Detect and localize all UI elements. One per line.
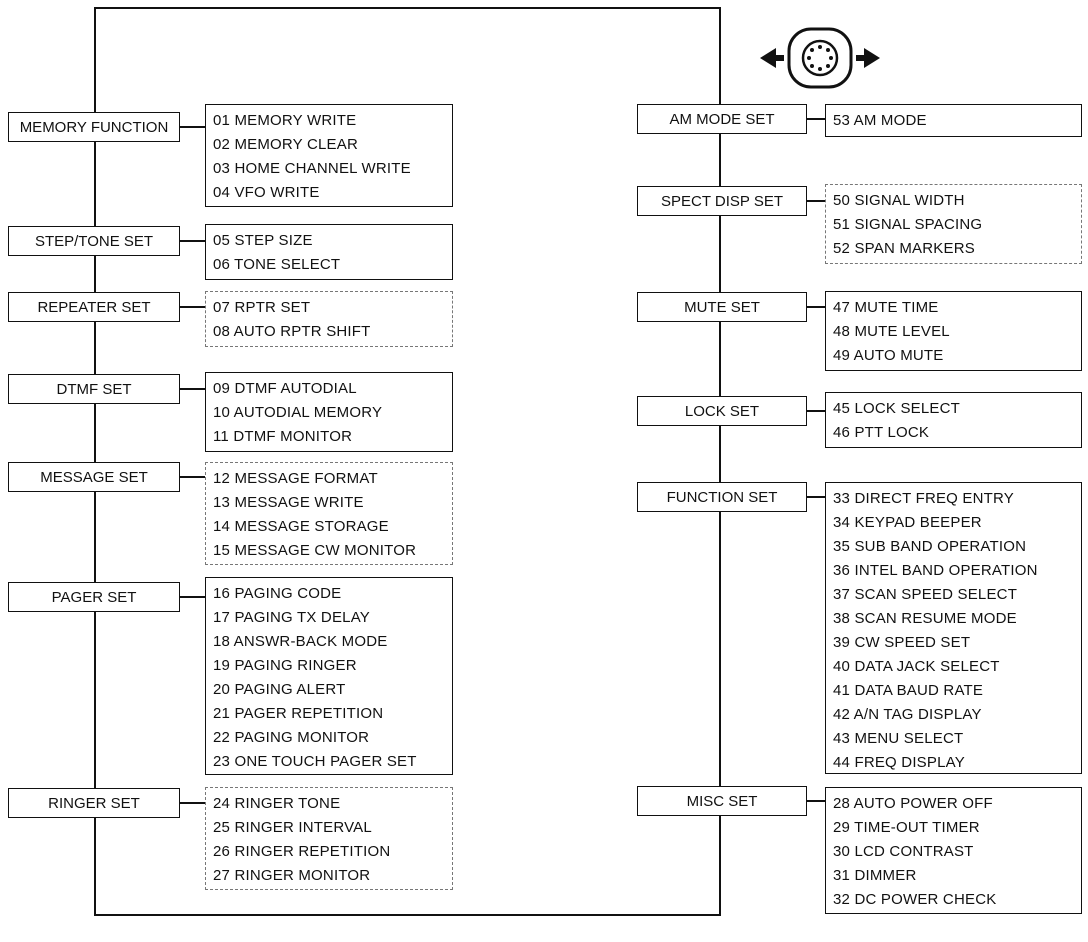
menu-item[interactable]: 10 AUTODIAL MEMORY [213,404,383,421]
menu-item[interactable]: 07 RPTR SET [213,299,311,316]
menu-item[interactable]: 08 AUTO RPTR SHIFT [213,323,371,340]
menu-item[interactable]: 24 RINGER TONE [213,795,341,812]
connector-line [180,126,205,128]
menu-item[interactable]: 19 PAGING RINGER [213,657,357,674]
menu-item[interactable]: 31 DIMMER [833,867,917,884]
category-message-set[interactable]: MESSAGE SET [8,462,180,492]
connector-line [180,306,205,308]
category-repeater-set[interactable]: REPEATER SET [8,292,180,322]
category-am-mode-set[interactable]: AM MODE SET [637,104,807,134]
menu-item[interactable]: 12 MESSAGE FORMAT [213,470,378,487]
menu-item[interactable]: 02 MEMORY CLEAR [213,136,358,153]
menu-item[interactable]: 23 ONE TOUCH PAGER SET [213,753,417,770]
menu-item[interactable]: 28 AUTO POWER OFF [833,795,993,812]
menu-item[interactable]: 53 AM MODE [833,112,927,129]
category-ringer-set[interactable]: RINGER SET [8,788,180,818]
menu-item[interactable]: 03 HOME CHANNEL WRITE [213,160,411,177]
items-misc-set: 28 AUTO POWER OFF 29 TIME-OUT TIMER 30 LCD… [825,787,1082,914]
menu-item[interactable]: 06 TONE SELECT [213,256,341,273]
category-step-tone-set[interactable]: STEP/TONE SET [8,226,180,256]
menu-item[interactable]: 50 SIGNAL WIDTH [833,192,965,209]
connector-line [180,388,205,390]
menu-item[interactable]: 37 SCAN SPEED SELECT [833,586,1018,603]
menu-item[interactable]: 05 STEP SIZE [213,232,313,249]
menu-item[interactable]: 51 SIGNAL SPACING [833,216,983,233]
menu-item[interactable]: 47 MUTE TIME [833,299,939,316]
menu-item[interactable]: 43 MENU SELECT [833,730,964,747]
items-message-set: 12 MESSAGE FORMAT 13 MESSAGE WRITE 14 MESS… [205,462,453,565]
category-dtmf-set[interactable]: DTMF SET [8,374,180,404]
category-misc-set[interactable]: MISC SET [637,786,807,816]
items-am-mode-set: 53 AM MODE [825,104,1082,137]
category-memory-function[interactable]: MEMORY FUNCTION [8,112,180,142]
menu-item[interactable]: 48 MUTE LEVEL [833,323,950,340]
connector-line [180,476,205,478]
items-dtmf-set: 09 DTMF AUTODIAL 10 AUTODIAL MEMORY 11 DTM… [205,372,453,452]
menu-item[interactable]: 40 DATA JACK SELECT [833,658,1000,675]
menu-item[interactable]: 39 CW SPEED SET [833,634,971,651]
connector-line [807,118,825,120]
items-step-tone-set: 05 STEP SIZE 06 TONE SELECT [205,224,453,280]
menu-item[interactable]: 16 PAGING CODE [213,585,342,602]
menu-item[interactable]: 52 SPAN MARKERS [833,240,975,257]
category-function-set[interactable]: FUNCTION SET [637,482,807,512]
menu-item[interactable]: 13 MESSAGE WRITE [213,494,364,511]
connector-line [807,200,825,202]
category-mute-set[interactable]: MUTE SET [637,292,807,322]
loop-top-line [94,7,721,9]
menu-item[interactable]: 20 PAGING ALERT [213,681,346,698]
items-repeater-set: 07 RPTR SET 08 AUTO RPTR SHIFT [205,291,453,347]
category-pager-set[interactable]: PAGER SET [8,582,180,612]
items-function-set: 33 DIRECT FREQ ENTRY 34 KEYPAD BEEPER 35 S… [825,482,1082,774]
menu-item[interactable]: 26 RINGER REPETITION [213,843,391,860]
menu-item[interactable]: 11 DTMF MONITOR [213,428,353,445]
menu-item[interactable]: 17 PAGING TX DELAY [213,609,370,626]
menu-item[interactable]: 22 PAGING MONITOR [213,729,370,746]
menu-item[interactable]: 46 PTT LOCK [833,424,930,441]
connector-line [807,496,825,498]
connector-line [180,802,205,804]
menu-item[interactable]: 18 ANSWR-BACK MODE [213,633,388,650]
menu-item[interactable]: 32 DC POWER CHECK [833,891,997,908]
menu-item[interactable]: 15 MESSAGE CW MONITOR [213,542,417,559]
menu-item[interactable]: 36 INTEL BAND OPERATION [833,562,1038,579]
category-spect-disp-set[interactable]: SPECT DISP SET [637,186,807,216]
connector-line [807,800,825,802]
menu-item[interactable]: 29 TIME-OUT TIMER [833,819,980,836]
items-ringer-set: 24 RINGER TONE 25 RINGER INTERVAL 26 RINGE… [205,787,453,890]
menu-item[interactable]: 01 MEMORY WRITE [213,112,357,129]
menu-item[interactable]: 42 A/N TAG DISPLAY [833,706,982,723]
menu-item[interactable]: 44 FREQ DISPLAY [833,754,965,771]
menu-item[interactable]: 14 MESSAGE STORAGE [213,518,389,535]
menu-item[interactable]: 30 LCD CONTRAST [833,843,974,860]
items-lock-set: 45 LOCK SELECT 46 PTT LOCK [825,392,1082,448]
menu-item[interactable]: 21 PAGER REPETITION [213,705,384,722]
category-lock-set[interactable]: LOCK SET [637,396,807,426]
menu-item[interactable]: 33 DIRECT FREQ ENTRY [833,490,1014,507]
menu-item[interactable]: 35 SUB BAND OPERATION [833,538,1027,555]
menu-item[interactable]: 38 SCAN RESUME MODE [833,610,1017,627]
connector-line [807,306,825,308]
menu-item[interactable]: 09 DTMF AUTODIAL [213,380,357,397]
items-memory-function: 01 MEMORY WRITE 02 MEMORY CLEAR 03 HOME CH… [205,104,453,207]
connector-line [807,410,825,412]
items-spect-disp-set: 50 SIGNAL WIDTH 51 SIGNAL SPACING 52 SPAN … [825,184,1082,264]
menu-item[interactable]: 34 KEYPAD BEEPER [833,514,982,531]
items-pager-set: 16 PAGING CODE 17 PAGING TX DELAY 18 ANSWR… [205,577,453,775]
connector-line [180,240,205,242]
menu-item[interactable]: 04 VFO WRITE [213,184,320,201]
menu-item[interactable]: 41 DATA BAUD RATE [833,682,984,699]
menu-item[interactable]: 49 AUTO MUTE [833,347,944,364]
connector-line [180,596,205,598]
loop-right-line [719,7,721,916]
menu-item[interactable]: 27 RINGER MONITOR [213,867,371,884]
loop-bottom-line [94,914,721,916]
menu-item[interactable]: 45 LOCK SELECT [833,400,961,417]
left-right-joystick-icon [760,27,880,89]
items-mute-set: 47 MUTE TIME 48 MUTE LEVEL 49 AUTO MUTE [825,291,1082,371]
menu-item[interactable]: 25 RINGER INTERVAL [213,819,372,836]
loop-left-line [94,7,96,916]
